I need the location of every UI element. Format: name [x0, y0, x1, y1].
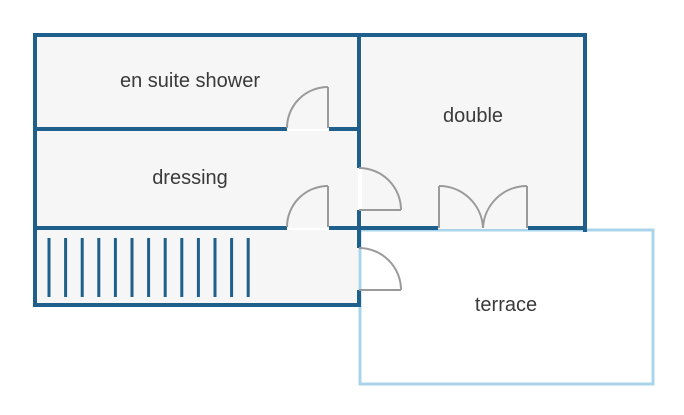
wall-right [583, 33, 587, 232]
en-suite-shower-label: en suite shower [120, 70, 260, 92]
staircase [47, 238, 250, 297]
wall-vertical-upper [357, 33, 361, 168]
wall-left [33, 33, 37, 307]
wall-top [33, 33, 587, 37]
dressing-room [36, 131, 358, 228]
double-room [362, 36, 584, 229]
doors [286, 86, 528, 291]
wall-dressing-stairs-left [33, 226, 287, 230]
double-label: double [443, 105, 503, 127]
walls [33, 33, 587, 307]
wall-shower-dressing-right [329, 127, 361, 131]
dressing-label: dressing [152, 167, 228, 189]
en-suite-shower-room [36, 36, 358, 129]
wall-vertical-lower [357, 290, 361, 307]
french-doors [438, 184, 528, 229]
wall-dressing-stairs-right [329, 226, 361, 230]
wall-bottom [33, 303, 361, 307]
terrace-door [358, 247, 402, 291]
shower-door [286, 86, 329, 129]
wall-double-bottom-left [357, 226, 438, 230]
double-room-door [358, 167, 402, 211]
terrace-label: terrace [475, 294, 537, 316]
wall-shower-dressing-left [33, 127, 287, 131]
dressing-door [286, 185, 329, 228]
terrace-area [358, 228, 655, 386]
wall-double-bottom-right [528, 226, 587, 230]
